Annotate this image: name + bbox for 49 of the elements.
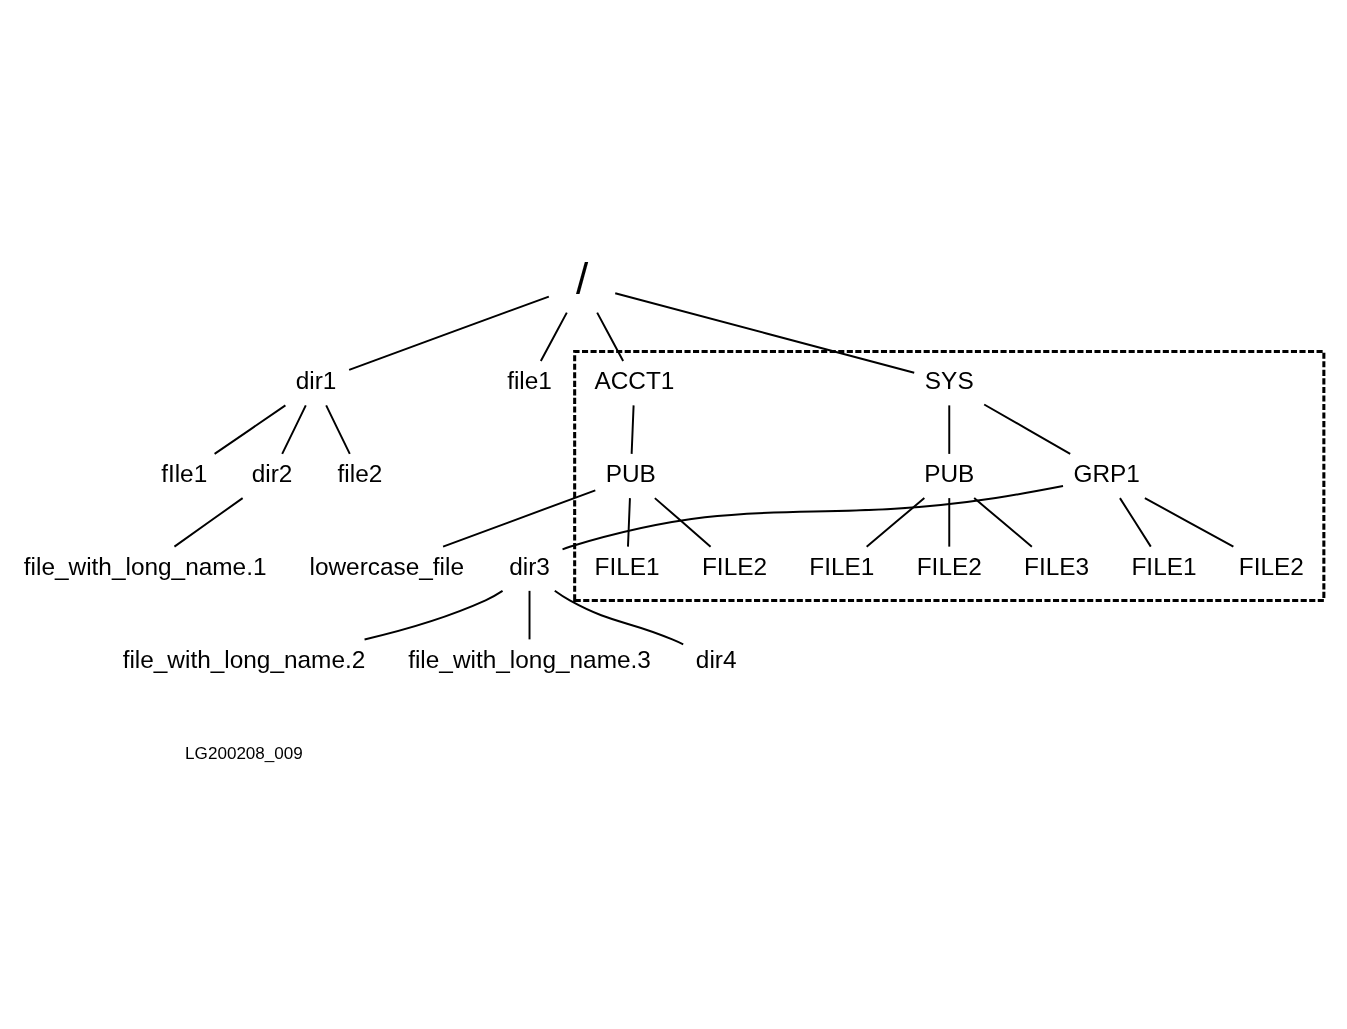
node-text: FILE3 (1024, 552, 1090, 580)
connector (1119, 496, 1152, 548)
connector (653, 496, 712, 548)
node-text: FILE2 (1238, 552, 1304, 580)
connector (948, 403, 951, 455)
connector (363, 589, 504, 640)
node-text: file2 (337, 459, 383, 487)
node-text: FILE1 (594, 552, 660, 580)
connector (325, 403, 351, 455)
connector (348, 295, 550, 371)
node-text: file1 (507, 366, 552, 394)
node-text: FILE1 (809, 552, 875, 580)
connector (983, 403, 1072, 455)
node-text: PUB (605, 459, 656, 487)
node-text: file_with_long_name.2 (122, 645, 366, 673)
connector (627, 496, 631, 548)
node-text: FILE2 (701, 552, 768, 580)
node-text: fIle1 (161, 459, 208, 487)
node-text: file_with_long_name.3 (408, 645, 651, 673)
node-text: GRP1 (1073, 459, 1140, 487)
node-text: FILE2 (916, 552, 982, 580)
connector (442, 488, 597, 548)
node-text: file_with_long_name.1 (23, 552, 267, 580)
connector (948, 496, 951, 548)
connector (528, 589, 531, 640)
connector (614, 291, 916, 374)
connector (539, 311, 568, 362)
connector (1143, 496, 1235, 548)
connector (213, 403, 287, 455)
label: LG200208_009 (185, 743, 303, 763)
connector (281, 403, 307, 455)
connector (561, 484, 1064, 550)
node-text: dir3 (509, 552, 550, 580)
connector (596, 311, 625, 362)
node-text: FILE1 (1131, 552, 1197, 580)
node-text: / (575, 253, 589, 303)
connector (173, 496, 244, 548)
node-text: lowercase_file (309, 552, 465, 580)
cluster (573, 349, 1326, 602)
connector (973, 496, 1033, 548)
node-text: dir4 (695, 645, 737, 673)
node-text: PUB (924, 459, 975, 487)
node-text: dir1 (295, 366, 337, 394)
node-text: dir2 (251, 459, 293, 487)
connector (865, 496, 926, 548)
node-text: ACCT1 (594, 366, 675, 394)
connector (630, 403, 635, 455)
connector (553, 589, 685, 645)
node-text: SYS (924, 366, 974, 394)
